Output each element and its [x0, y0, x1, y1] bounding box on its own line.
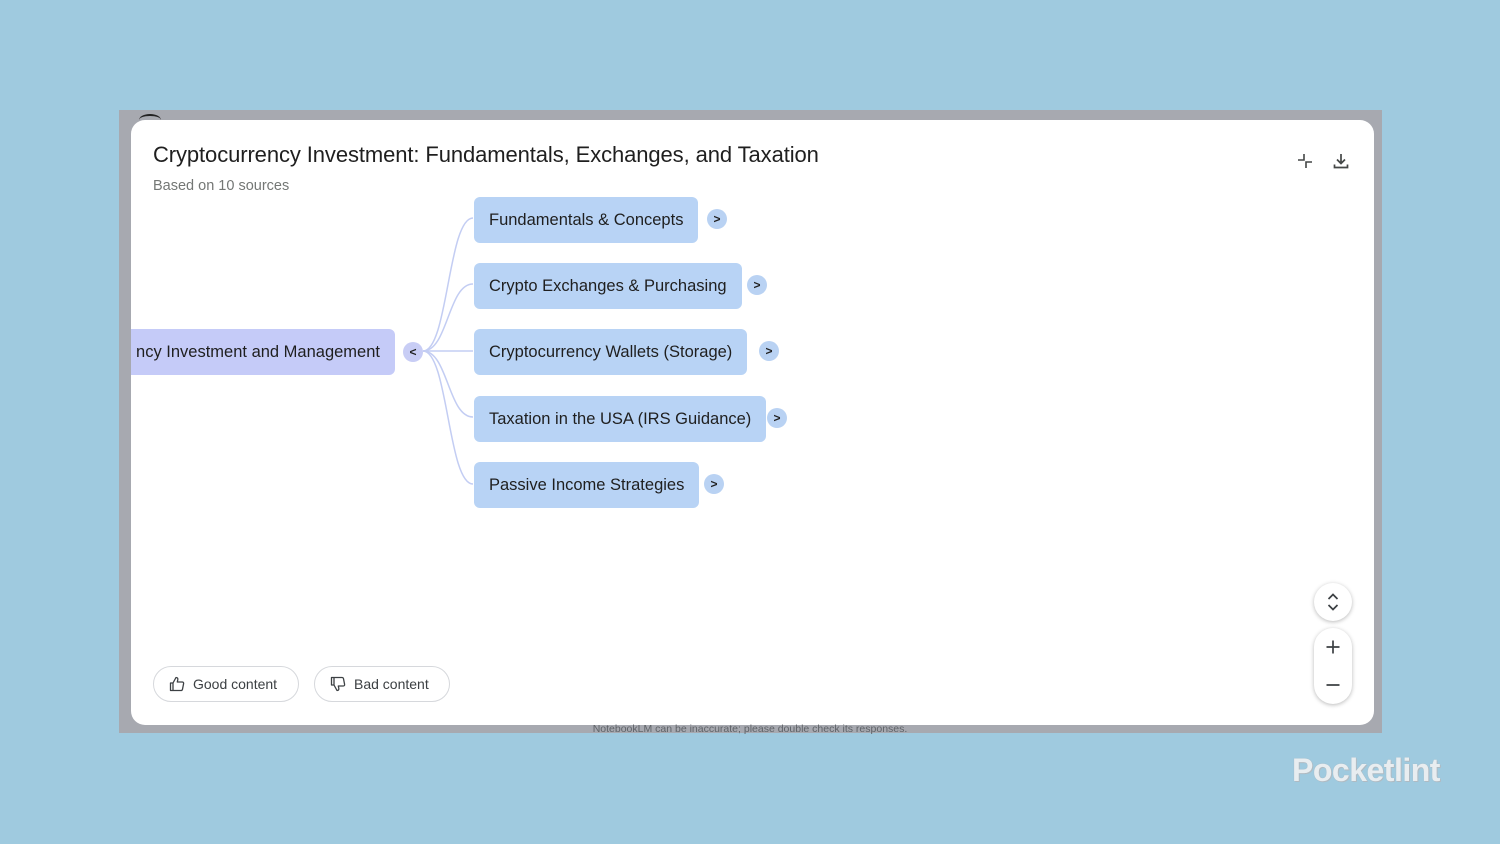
mindmap-node-passive-income[interactable]: Passive Income Strategies	[474, 462, 700, 508]
connector-line	[422, 217, 474, 352]
mindmap-node-wallets[interactable]: Cryptocurrency Wallets (Storage)	[474, 329, 748, 375]
plus-icon	[1326, 640, 1340, 654]
expand-collapse-icon	[1327, 593, 1339, 611]
disclaimer-text: NotebookLM can be inaccurate; please dou…	[592, 723, 908, 735]
good-content-button[interactable]: Good content	[153, 666, 299, 702]
page-title: Cryptocurrency Investment: Fundamentals,…	[153, 142, 819, 167]
zoom-in-button[interactable]	[1314, 628, 1352, 666]
expand-collapse-button[interactable]	[1314, 583, 1352, 621]
mindmap-root-node[interactable]: ncy Investment and Management	[131, 329, 395, 375]
mindmap-panel: Cryptocurrency Investment: Fundamentals,…	[131, 120, 1374, 725]
thumbs-down-icon	[330, 676, 346, 692]
pocketlint-watermark: Pocketlint	[1292, 752, 1440, 788]
sources-subtitle: Based on 10 sources	[153, 178, 290, 194]
mindmap-node-fundamentals[interactable]: Fundamentals & Concepts	[474, 197, 699, 243]
minus-icon	[1326, 684, 1340, 686]
mindmap-connectors	[422, 217, 474, 485]
collapse-icon	[1298, 154, 1312, 168]
expand-toggle-fundamentals[interactable]: >	[707, 209, 727, 229]
bad-content-button[interactable]: Bad content	[314, 666, 450, 702]
download-button[interactable]	[1327, 147, 1355, 175]
collapse-button[interactable]	[1291, 147, 1319, 175]
expand-toggle-passive-income[interactable]: >	[704, 474, 724, 494]
connector-line	[422, 350, 474, 418]
expand-toggle-wallets[interactable]: >	[759, 341, 779, 361]
bad-content-label: Bad content	[354, 676, 429, 692]
thumbs-up-icon	[169, 676, 185, 692]
connector-line	[422, 283, 474, 352]
connector-line	[422, 350, 474, 485]
window-corner-mark	[139, 114, 161, 126]
mindmap-node-exchanges[interactable]: Crypto Exchanges & Purchasing	[474, 263, 742, 309]
expand-toggle-exchanges[interactable]: >	[747, 275, 767, 295]
zoom-out-button[interactable]	[1314, 666, 1352, 704]
root-collapse-toggle[interactable]: <	[403, 342, 423, 362]
expand-toggle-taxation[interactable]: >	[767, 408, 787, 428]
download-icon	[1333, 154, 1349, 169]
zoom-controls	[1314, 628, 1352, 704]
mindmap-node-taxation[interactable]: Taxation in the USA (IRS Guidance)	[474, 396, 767, 442]
good-content-label: Good content	[193, 676, 278, 692]
